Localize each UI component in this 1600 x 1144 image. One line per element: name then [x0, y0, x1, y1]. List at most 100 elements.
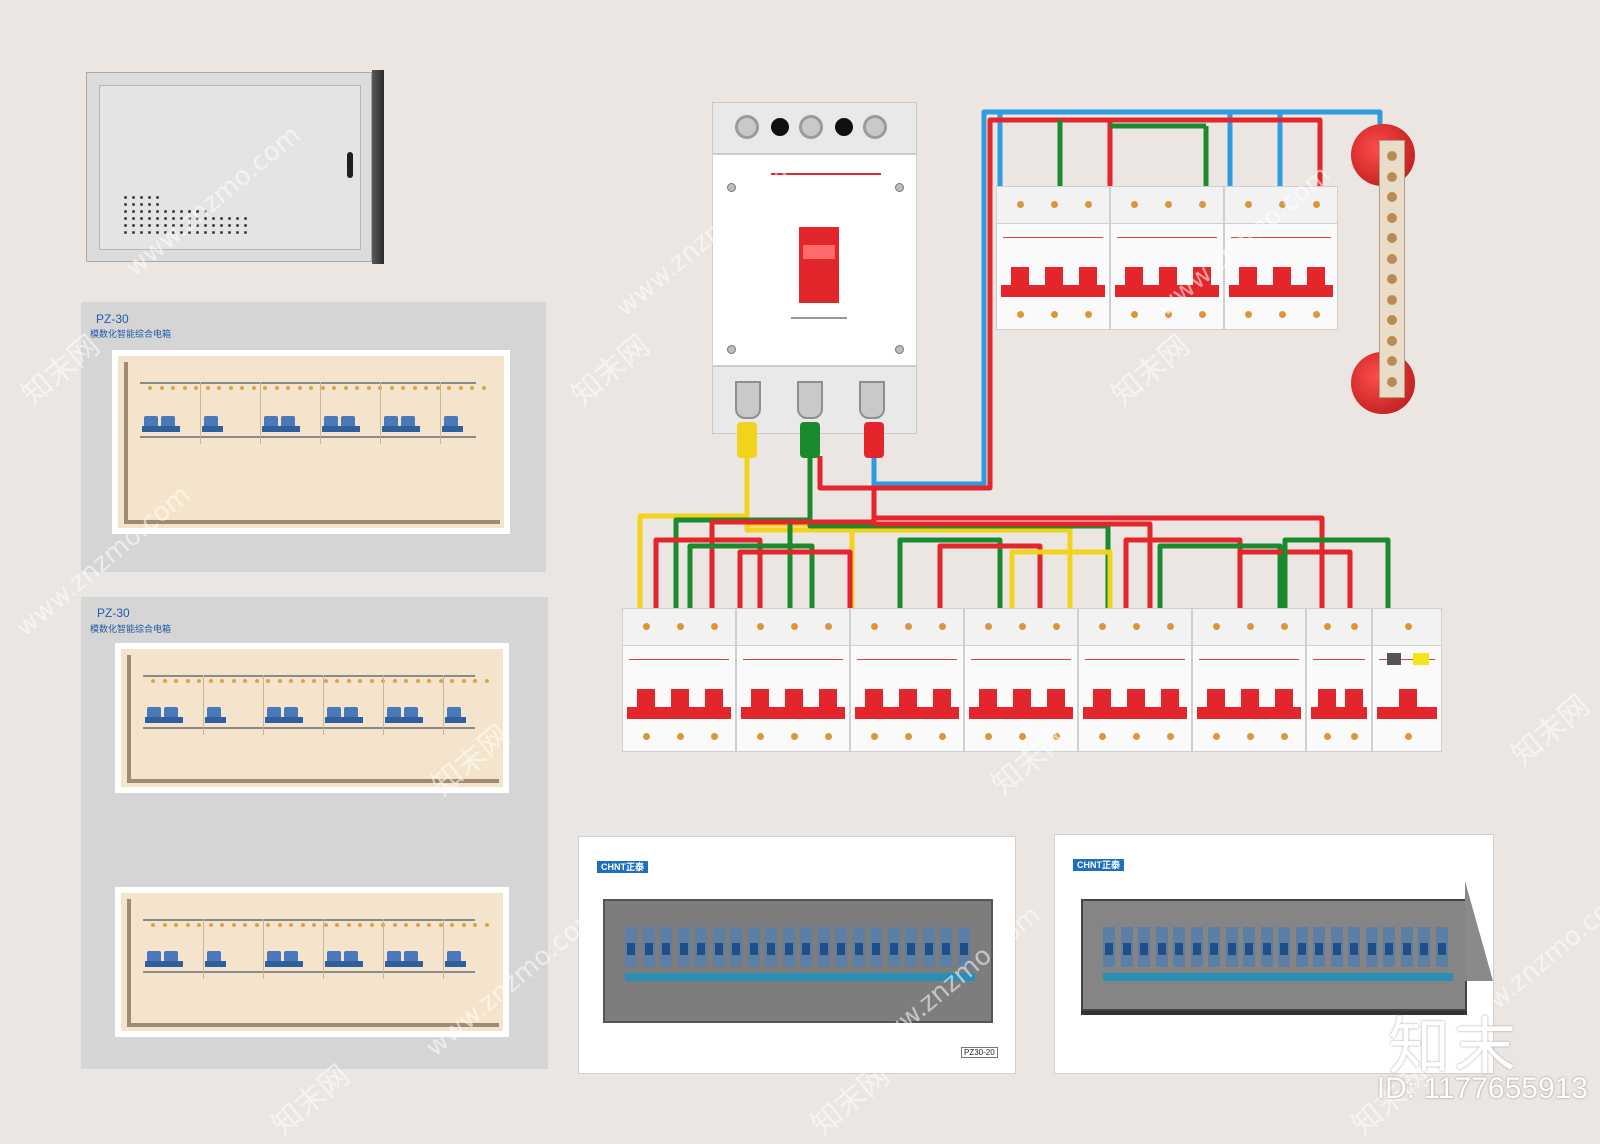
terminal-dot: [266, 679, 270, 683]
breaker-module: [1103, 927, 1115, 967]
busbar-hole: [1387, 171, 1397, 182]
breaker-module: [1278, 927, 1290, 967]
screw-terminal: [1131, 311, 1138, 318]
vent-hole: [148, 231, 151, 234]
bridge-wire: [737, 549, 853, 612]
screw-terminal: [905, 733, 912, 740]
module-divider: [263, 675, 264, 735]
breaker-module: [747, 927, 760, 967]
module-divider: [323, 675, 324, 735]
breaker-module: [782, 927, 795, 967]
terminal-lug: [797, 381, 823, 419]
vent-hole: [140, 231, 143, 234]
bridge-wire: [1009, 549, 1113, 612]
terminal-dot: [231, 679, 236, 683]
terminal-dot: [401, 386, 405, 390]
breaker-toggle: [662, 943, 670, 955]
terminal-dot: [335, 923, 339, 927]
screw-terminal: [1133, 733, 1140, 740]
vent-hole: [140, 224, 143, 227]
breaker-toggle: [1245, 943, 1253, 955]
screw-terminal: [791, 733, 798, 740]
breaker-module: [817, 927, 830, 967]
terminal-black: [835, 118, 853, 136]
terminal-dot: [194, 386, 198, 390]
breaker-toggle: [1437, 943, 1446, 955]
terminal-dot: [171, 386, 175, 390]
green-feeder: [807, 456, 1111, 612]
mcb-lever: [899, 689, 917, 711]
breaker-module: [1225, 927, 1238, 967]
image-id: ID: 1177655913: [1376, 1072, 1588, 1105]
breaker-module: [1120, 927, 1133, 967]
vent-hole: [180, 217, 183, 220]
module-divider: [443, 675, 444, 735]
terminal-dot: [438, 679, 443, 683]
terminal-dot: [277, 923, 282, 927]
breaker-module: [905, 927, 917, 967]
breaker-module: [765, 927, 777, 967]
mcb-indicator-line: [1085, 659, 1185, 660]
vent-hole: [204, 224, 207, 227]
mcb-lever: [979, 689, 997, 711]
terminal-dot: [254, 923, 259, 927]
mcb-lever: [1399, 689, 1417, 711]
breaker-base: [442, 426, 463, 432]
terminal-dot: [162, 679, 167, 683]
module-divider: [383, 675, 384, 735]
screw-terminal: [1199, 311, 1206, 318]
vent-hole: [132, 224, 135, 227]
screw-terminal: [1167, 623, 1174, 630]
breaker-toggle: [1315, 943, 1323, 955]
breaker-toggle: [784, 943, 793, 955]
breaker-module: [800, 927, 812, 967]
breaker-base: [202, 426, 223, 432]
screw: [895, 183, 904, 192]
terminal-dot: [323, 679, 328, 683]
screw-terminal: [1133, 623, 1140, 630]
breaker-module: [1208, 927, 1220, 967]
breaker-module: [852, 927, 865, 967]
mcb-lever: [1047, 689, 1065, 711]
mcb-lever-bar: [969, 707, 1073, 719]
breaker-module: [642, 927, 655, 967]
vent-hole: [124, 231, 127, 234]
vent-hole: [164, 210, 167, 213]
vent-hole: [204, 210, 207, 213]
mcb-lever-bar: [855, 707, 959, 719]
terminal-dot: [266, 923, 270, 927]
terminal-dot: [208, 923, 213, 927]
screw-terminal: [985, 733, 992, 740]
screw-terminal: [939, 623, 946, 630]
terminal-dot: [438, 923, 443, 927]
terminal-dot: [369, 679, 374, 683]
breaker-module: [1383, 927, 1395, 967]
chnt-panel-right: CHNT正泰: [1054, 834, 1494, 1074]
panel-tray: [124, 362, 500, 524]
breaker-base: [205, 717, 226, 723]
din-rail: [140, 382, 476, 384]
vent-hole: [188, 224, 191, 227]
screw-terminal: [1051, 201, 1058, 208]
busbar-hole: [1387, 294, 1397, 305]
breaker-toggle: [1262, 943, 1271, 955]
terminal-dot: [159, 386, 164, 390]
mcb-lever: [1344, 689, 1363, 711]
vent-hole: [124, 203, 127, 206]
yellow-feeder: [744, 456, 1073, 612]
screw: [727, 183, 736, 192]
vent-hole: [188, 217, 191, 220]
module-divider: [320, 382, 321, 444]
mcb-lever: [671, 689, 689, 711]
breaker-window: [1081, 899, 1467, 1011]
bridge-wire: [1237, 549, 1353, 612]
breaker-toggle: [1227, 943, 1236, 955]
mcb-indicator-line: [629, 659, 729, 660]
vent-hole: [236, 224, 239, 227]
mcb-lever: [751, 689, 769, 711]
breaker-base: [325, 961, 363, 967]
mccb-handle[interactable]: [799, 227, 839, 303]
screw: [895, 345, 904, 354]
terminal-dot: [300, 923, 305, 927]
breaker-window: [603, 899, 993, 1023]
